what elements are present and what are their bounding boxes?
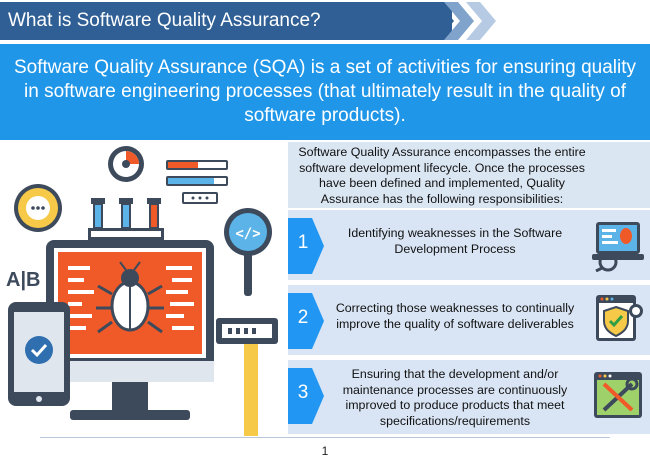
intro-text: Software Quality Assurance encompasses t… xyxy=(298,145,586,206)
intro-box: Software Quality Assurance encompasses t… xyxy=(288,142,650,208)
item-text: Identifying weaknesses in the Software D… xyxy=(347,226,563,256)
item-number: 1 xyxy=(297,232,309,253)
number-arrow-icon xyxy=(288,293,324,349)
number-arrow-icon xyxy=(288,218,324,274)
tools-icon xyxy=(594,372,642,418)
svg-text:</>: </> xyxy=(235,226,260,242)
gauge-icon xyxy=(108,146,144,182)
responsibility-item-1: 1 Identifying weaknesses in the Software… xyxy=(288,210,650,280)
progress-bars-icon xyxy=(166,160,228,204)
item-number: 3 xyxy=(297,382,309,403)
smartphone-icon xyxy=(8,302,70,406)
shield-check-icon xyxy=(596,295,643,341)
bug-inspection-icon xyxy=(592,222,644,272)
page-number: 1 xyxy=(321,444,329,458)
item-text: Ensuring that the development and/or mai… xyxy=(342,367,568,428)
responsibility-item-3: 3 Ensuring that the development and/or m… xyxy=(288,360,650,434)
number-arrow-icon xyxy=(288,368,324,424)
item-number: 2 xyxy=(297,307,309,328)
chevron-arrows-icon xyxy=(420,2,496,40)
responsibility-item-2: 2 Correcting those weaknesses to continu… xyxy=(288,285,650,355)
test-tubes-icon xyxy=(88,198,164,240)
ab-label: A|B xyxy=(6,269,40,291)
footer-divider xyxy=(40,437,610,438)
software-testing-illustration: </> A|B xyxy=(0,142,288,436)
responsibilities-panel: Software Quality Assurance encompasses t… xyxy=(288,142,650,436)
magnifier-code-icon: </> xyxy=(224,208,272,296)
bug-icon xyxy=(96,261,164,334)
header-bar: What is Software Quality Assurance? xyxy=(0,2,452,40)
page-title: What is Software Quality Assurance? xyxy=(8,10,321,31)
definition-banner: Software Quality Assurance (SQA) is a se… xyxy=(0,44,650,140)
definition-text: Software Quality Assurance (SQA) is a se… xyxy=(14,57,636,126)
gear-icon xyxy=(14,184,62,232)
hammer-icon xyxy=(216,318,278,436)
monitor-icon xyxy=(46,240,214,420)
item-text: Correcting those weaknesses to continual… xyxy=(335,301,575,331)
slide-header: What is Software Quality Assurance? xyxy=(0,0,650,42)
